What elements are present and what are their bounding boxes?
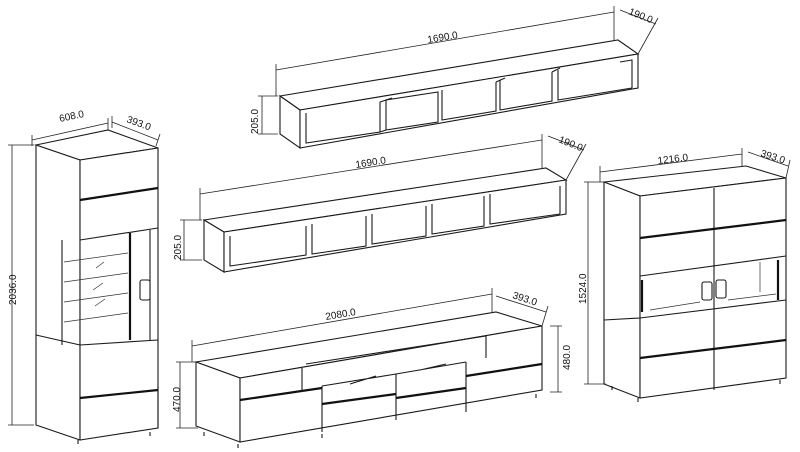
tv-stand-back-height-label: 480.0: [562, 345, 573, 370]
tv-stand: [193, 311, 543, 448]
sideboard-depth-label: 393.0: [759, 148, 787, 166]
tall-cabinet: [33, 129, 159, 444]
tall-cabinet-height-label: 2036.0: [8, 274, 19, 305]
sideboard-width-label: 1216.0: [657, 152, 689, 167]
wall-shelf-top-width-label: 1690.0: [427, 30, 459, 46]
tv-stand-front-height-label: 470.0: [172, 387, 183, 412]
wall-shelf-top: [278, 39, 640, 150]
wall-shelf-bottom-height-label: 205.0: [173, 235, 184, 260]
wall-shelf-bottom: [202, 167, 568, 273]
tall-cabinet-width-label: 608.0: [58, 109, 85, 125]
wall-shelf-bottom-width-label: 1690.0: [355, 155, 387, 171]
tv-stand-depth-label: 393.0: [511, 290, 539, 308]
tall-cabinet-depth-label: 393.0: [125, 114, 153, 133]
wall-shelf-top-depth-label: 190.0: [627, 7, 655, 27]
sideboard: [603, 165, 787, 402]
tv-stand-width-label: 2080.0: [325, 307, 357, 323]
sideboard-height-label: 1524.0: [578, 273, 589, 304]
wall-shelf-bottom-depth-label: 190.0: [557, 135, 585, 155]
wall-shelf-top-height-label: 205.0: [250, 109, 261, 134]
